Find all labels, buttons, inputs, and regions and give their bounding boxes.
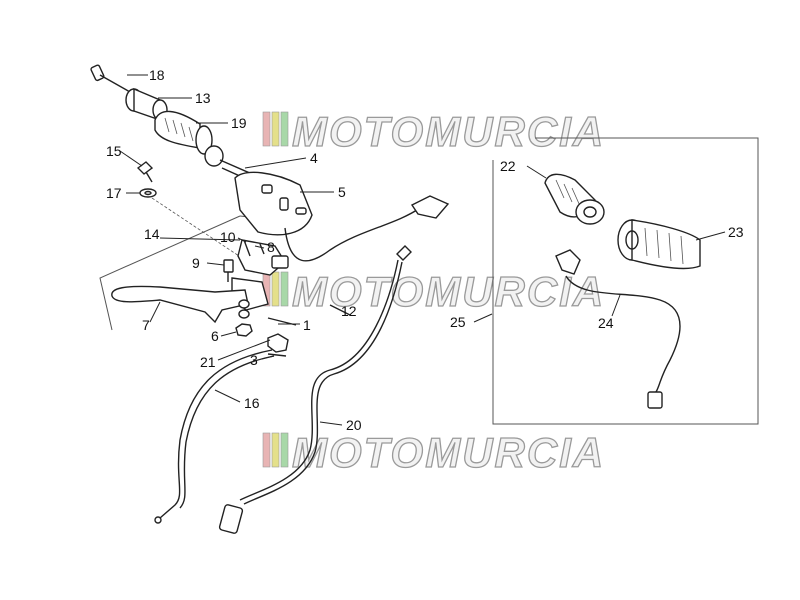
clutch-cable-16-icon xyxy=(154,349,275,524)
bar-end-weight-13-icon xyxy=(125,87,168,121)
grip-22-icon xyxy=(544,173,605,225)
switch-housing-5-icon xyxy=(234,171,421,262)
watermark-text: MOTOMURCIA xyxy=(292,108,605,155)
label-10: 10 xyxy=(220,229,236,245)
label-22: 22 xyxy=(500,158,516,174)
label-15: 15 xyxy=(106,143,122,159)
heating-wire-24-icon xyxy=(555,249,681,409)
nut-stack-icon xyxy=(238,299,250,319)
connector-5-icon xyxy=(410,195,450,219)
label-16: 16 xyxy=(244,395,260,411)
part-labels: 18 13 19 4 5 15 17 14 10 8 9 7 6 1 12 21… xyxy=(106,67,744,433)
screw-12-icon xyxy=(329,304,351,316)
label-24: 24 xyxy=(598,315,614,331)
watermark-text: MOTOMURCIA xyxy=(292,429,605,476)
leader-lines xyxy=(119,74,726,426)
label-25: 25 xyxy=(450,314,466,330)
label-5: 5 xyxy=(338,184,346,200)
screw-3-icon xyxy=(267,353,287,357)
nut-6-icon xyxy=(235,323,253,337)
cable-20-icon xyxy=(218,245,412,534)
label-19: 19 xyxy=(231,115,247,131)
label-6: 6 xyxy=(211,328,219,344)
watermark-text: MOTOMURCIA xyxy=(292,268,605,315)
label-17: 17 xyxy=(106,185,122,201)
label-4: 4 xyxy=(310,150,318,166)
watermark-logo-icon xyxy=(262,111,289,147)
label-8: 8 xyxy=(267,239,275,255)
label-21: 21 xyxy=(200,354,216,370)
screw-9-icon xyxy=(223,259,234,282)
washer-17-icon xyxy=(139,188,157,198)
watermark-logo-icon xyxy=(262,432,289,468)
watermark-top: MOTOMURCIA xyxy=(262,107,605,156)
grip-23-icon xyxy=(617,219,701,270)
screw-8-icon xyxy=(259,243,265,255)
watermark-middle: MOTOMURCIA xyxy=(262,267,605,316)
label-18: 18 xyxy=(149,67,165,83)
label-3: 3 xyxy=(250,352,258,368)
label-14: 14 xyxy=(144,226,160,242)
screw-15-icon xyxy=(136,161,154,183)
watermark-bottom: MOTOMURCIA xyxy=(262,428,605,477)
assembly-line xyxy=(151,197,249,263)
label-23: 23 xyxy=(728,224,744,240)
label-9: 9 xyxy=(192,255,200,271)
label-13: 13 xyxy=(195,90,211,106)
grip-19-icon xyxy=(154,110,224,167)
label-7: 7 xyxy=(142,317,150,333)
label-1: 1 xyxy=(303,317,311,333)
bolt-18-icon xyxy=(90,64,131,93)
label-20: 20 xyxy=(346,417,362,433)
screw-10-icon xyxy=(243,239,251,257)
switch-21-icon xyxy=(267,333,289,353)
group-box-25 xyxy=(492,137,759,425)
clutch-lever-7-icon xyxy=(111,285,249,324)
label-12: 12 xyxy=(341,303,357,319)
